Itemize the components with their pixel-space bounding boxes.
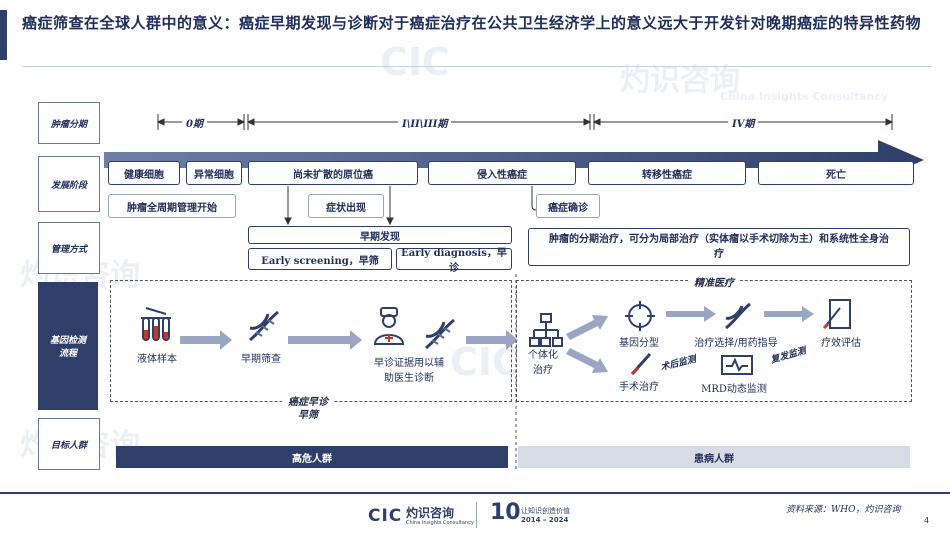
mgmt-early-diagnosis: Early diagnosis，早诊 (396, 248, 512, 274)
mgmt-early-detection: 早期发现 (248, 226, 512, 244)
title-divider (22, 66, 932, 67)
target-patients: 患病人群 (518, 446, 910, 468)
dev-in-situ: 尚未扩散的原位癌 (248, 161, 418, 185)
dev-healthy-cells: 健康细胞 (108, 161, 180, 185)
anniversary-number: 10 (490, 500, 521, 525)
early-screen-diag-label: 癌症早诊 早筛 (282, 396, 334, 422)
footer-logo-cic: CIC (368, 506, 403, 526)
title-accent-bar (0, 10, 7, 60)
row-label-gene-test: 基因检测流程 (38, 282, 98, 410)
early-diag-caption: 早诊证据用以辅 助医生诊断 (354, 356, 464, 386)
watermark-en: China Insights Consultancy (720, 90, 889, 103)
stage-4-label: IV期 (728, 115, 759, 130)
crosshair-icon (625, 301, 655, 331)
surgery-caption: 手术治疗 (619, 382, 659, 393)
drug-guidance-caption: 治疗选择/用药指导 (694, 338, 778, 349)
early-screen-caption: 早期筛查 (241, 354, 281, 365)
row-label-tumor-stage: 肿瘤分期 (38, 102, 100, 144)
mrd-caption: MRD动态监测 (701, 384, 767, 395)
dev-abnormal-cells: 异常细胞 (186, 161, 242, 185)
personalized-caption-line1: 个体化 (528, 350, 558, 361)
note-symptom: 症状出现 (308, 194, 384, 218)
row-label-target: 目标人群 (38, 418, 100, 470)
row-label-development: 发展阶段 (38, 156, 100, 212)
row-label-management: 管理方式 (38, 222, 100, 274)
mgmt-staging-treatment: 肿瘤的分期治疗，可分为局部治疗（实体瘤以手术切除为主）和系统性全身治疗 (528, 228, 910, 266)
watermark-cn: 灼识咨询 (620, 63, 740, 98)
anniversary-slogan: 让知识创造价值 (521, 507, 570, 515)
genotype-caption: 基因分型 (619, 338, 659, 349)
source-note: 资料来源：WHO，灼识咨询 (786, 505, 901, 515)
dev-invasive: 侵入性癌症 (428, 161, 576, 185)
footer-logo-cn: 灼识咨询 (406, 506, 455, 520)
dna-icon (725, 302, 751, 330)
page-title: 癌症筛查在全球人群中的意义：癌症早期发现与诊断对于癌症治疗在公共卫生经济学上的意… (22, 14, 922, 32)
monitor-icon (721, 355, 753, 375)
stage-1-3-label: I\II\III期 (398, 115, 452, 130)
footer-divider (0, 492, 950, 494)
footer-logo-en: China Insights Consultancy (406, 520, 474, 526)
doctor-icon (373, 307, 405, 345)
liquid-sample-caption: 液体样本 (137, 354, 177, 365)
development-arrow (104, 140, 924, 180)
stage-0-label: 0期 (182, 115, 207, 130)
efficacy-caption: 疗效评估 (821, 338, 861, 349)
stage-timeline (156, 114, 894, 130)
arrow-to-efficacy-icon (764, 306, 814, 322)
mgmt-early-screening: Early screening，早筛 (248, 248, 392, 270)
personalized-caption-line2: 治疗 (533, 365, 553, 376)
scalpel-icon (630, 352, 652, 376)
early-diag-caption-line1: 早诊证据用以辅 (374, 358, 444, 369)
dev-metastatic: 转移性癌症 (588, 161, 746, 185)
phase-divider (515, 274, 517, 472)
branch-arrows (566, 315, 608, 373)
note-connectors (284, 186, 537, 226)
precision-medicine-label: 精准医疗 (690, 274, 738, 289)
dna-icon (249, 310, 279, 342)
early-screen-diag-label-line2: 早筛 (298, 410, 318, 421)
hierarchy-icon (529, 313, 563, 347)
checklist-icon (822, 299, 851, 330)
personalized-caption: 个体化 治疗 (520, 348, 566, 378)
footer-logo-separator (476, 502, 477, 528)
anniversary-years: 2014 – 2024 (521, 516, 569, 524)
process-arrows (180, 330, 518, 350)
early-screen-diag-label-line1: 癌症早诊 (288, 397, 328, 408)
test-tube-icon (141, 307, 171, 341)
watermark-cic: CIC (380, 40, 450, 84)
arrow-to-drug-icon (666, 306, 716, 322)
target-high-risk: 高危人群 (116, 446, 508, 468)
early-diag-caption-line2: 助医生诊断 (384, 373, 434, 384)
note-diagnosed: 癌症确诊 (536, 194, 600, 218)
dna-icon (425, 318, 455, 350)
note-lifecycle-start: 肿瘤全周期管理开始 (108, 194, 236, 218)
dev-death: 死亡 (758, 161, 914, 185)
page-number: 4 (924, 516, 930, 525)
